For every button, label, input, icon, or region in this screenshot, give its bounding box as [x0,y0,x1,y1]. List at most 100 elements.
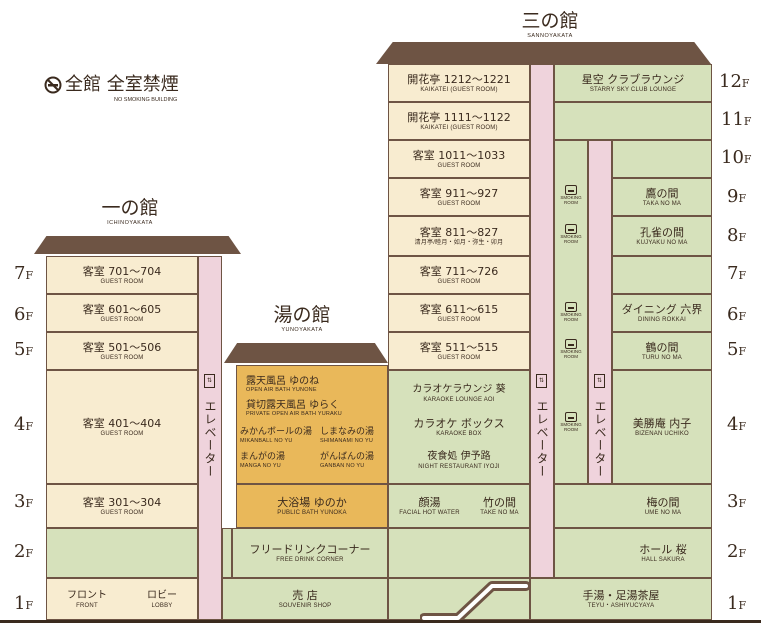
ichino-3f-room[interactable]: 客室 301〜304 GUEST ROOM [46,484,198,528]
sanno-4f-karaoke[interactable]: カラオケラウンジ 葵 KARAOKE LOUNGE AOI カラオケ ボックス … [388,370,530,484]
yuno-bath-ganban[interactable]: がんばんの湯 GANBAN NO YU [320,452,374,470]
sanno-5f-room[interactable]: 客室 511〜515 GUEST ROOM [388,332,530,370]
yuno-bath-mikanball[interactable]: みかんボールの湯 MIKANBALL NO YU [240,427,312,445]
bath-label-en: MANGA NO YU [240,463,281,469]
facial-hot-water-en: FACIAL HOT WATER [399,509,460,516]
lobby[interactable]: ロビー LOBBY [147,589,177,610]
yuno-bath-shimanami[interactable]: しまなみの湯 SHIMANAMI NO YU [320,427,374,445]
public-bath-label-en: PUBLIC BATH YUNOKA [277,509,347,516]
sanno-elevator2-shaft [588,140,612,484]
karaoke-box[interactable]: カラオケ ボックス KARAOKE BOX [413,417,504,438]
sanno-2f-hall[interactable]: ホール 桜 HALL SAKURA [554,528,712,578]
smoking-room-label: SMOKING ROOM [560,312,582,322]
turu-label-en: TURU NO MA [642,354,682,361]
sanno-7f-room[interactable]: 客室 711〜726 GUEST ROOM [388,256,530,294]
yuno-bath-manga[interactable]: まんがの湯 MANGA NO YU [240,452,285,470]
smoking-icon [565,339,577,349]
ume-label-jp: 梅の間 [646,495,680,509]
sanno-12f-room[interactable]: 開花亭 1212〜1221 KAIKATEI (GUEST ROOM) [388,64,530,102]
ichino-1f[interactable]: フロント FRONT ロビー LOBBY [46,578,198,620]
room-label-jp: 客室 811〜827 [419,225,499,239]
karaoke-lounge[interactable]: カラオケラウンジ 葵 KARAOKE LOUNGE AOI [412,383,505,404]
taka-label-jp: 鷹の間 [645,186,679,200]
smoking-room-4f[interactable]: SMOKING ROOM [555,412,587,432]
sanno-9f-room[interactable]: 客室 911〜927 GUEST ROOM [388,178,530,216]
floor-label-right-2f: 2F [727,541,747,562]
kujyaku-label-jp: 孔雀の間 [640,225,684,239]
take-no-ma[interactable]: 竹の間 TAKE NO MA [480,496,519,517]
ichino-7f-room[interactable]: 客室 701〜704 GUEST ROOM [46,256,198,294]
smoking-room-8f[interactable]: SMOKING ROOM [555,224,587,244]
room-label-en: GUEST ROOM [100,354,144,361]
yuno-1f-shop[interactable]: 売 店 SOUVENIR SHOP [222,578,388,620]
bath-label-jp: 露天風呂 ゆのね [246,376,320,387]
ichino-elevator-label: エレベーター [203,400,217,478]
ichino-6f-room[interactable]: 客室 601〜605 GUEST ROOM [46,294,198,332]
room-label-en: GUEST ROOM [437,278,481,285]
floor-label-right-8f: 8F [727,225,747,246]
sanno-4f-bizenan[interactable]: 美勝庵 内子 BIZENAN UCHIKO [612,370,712,484]
sanno-7f-right [612,256,712,294]
yuno-4f-baths[interactable] [236,365,388,484]
ichino-4f-room[interactable]: 客室 401〜404 GUEST ROOM [46,370,198,484]
room-label-en: GUEST ROOM [100,278,144,285]
sanno-3f-left: 顔湯 FACIAL HOT WATER 竹の間 TAKE NO MA [388,484,530,528]
ground-line [0,620,761,623]
ichino-elevator-shaft [198,256,222,620]
bath-label-en: PRIVATE OPEN AIR BATH YURAKU [246,411,342,417]
sanno-6f-room[interactable]: 客室 611〜615 GUEST ROOM [388,294,530,332]
ichino-2f [46,528,198,578]
bath-label-en: MIKANBALL NO YU [240,438,293,444]
take-no-ma-en: TAKE NO MA [480,509,519,516]
room-label-jp: 開花亭 1111〜1122 [407,110,511,124]
sanno-10f-room[interactable]: 客室 1011〜1033 GUEST ROOM [388,140,530,178]
kujyaku-label-en: KUJYAKU NO MA [636,239,688,246]
lounge-label-jp: 星空 クラブラウンジ [581,72,685,86]
floor-label-left-6f: 6F [14,304,34,325]
night-restaurant[interactable]: 夜食処 伊予路 NIGHT RESTAURANT IYOJI [418,450,499,471]
floor-label-right-4f: 4F [727,414,747,435]
teyu-label-jp: 手湯・足湯茶屋 [582,588,660,602]
floor-label-left-3f: 3F [14,491,34,512]
sanno-1f-teyu[interactable]: 手湯・足湯茶屋 TEYU・ASHIYUCYAYA [530,578,712,620]
ume-label-en: UME NO MA [644,509,682,516]
sanno-title-en: SANNOYAKATA [527,33,573,39]
smoking-room-5f[interactable]: SMOKING ROOM [555,339,587,359]
sanno-8f-kujyaku[interactable]: 孔雀の間 KUJYAKU NO MA [612,216,712,256]
smoking-room-label: SMOKING ROOM [560,349,582,359]
smoking-room-label: SMOKING ROOM [560,195,582,205]
ichino-5f-room[interactable]: 客室 501〜506 GUEST ROOM [46,332,198,370]
smoking-icon [565,412,577,422]
yuno-title-en: YUNOYAKATA [281,327,323,333]
yuno-roof [224,343,388,363]
facial-hot-water[interactable]: 顔湯 FACIAL HOT WATER [399,496,460,517]
karaoke-box-en: KARAOKE BOX [436,430,482,437]
front-desk[interactable]: フロント FRONT [67,589,107,610]
sanno-6f-dining[interactable]: ダイニング 六界 DINING ROKKAI [612,294,712,332]
room-label-en: GUEST ROOM [437,162,481,169]
yuno-bath-yuraku[interactable]: 貸切露天風呂 ゆらく PRIVATE OPEN AIR BATH YURAKU [246,400,342,418]
no-smoking-title: 全館 全室禁煙 [65,74,179,95]
ichino-title-en: ICHINOYAKATA [107,220,153,226]
sanno-12f-lounge[interactable]: 星空 クラブラウンジ STARRY SKY CLUB LOUNGE [554,64,712,102]
sanno-3f-ume[interactable]: 梅の間 UME NO MA [554,484,712,528]
smoking-icon [565,302,577,312]
room-label-jp: 客室 711〜726 [419,264,499,278]
elevator-icon: ⇅ [204,374,215,388]
bath-label-jp: 貸切露天風呂 ゆらく [246,400,340,411]
smoking-room-9f[interactable]: SMOKING ROOM [555,185,587,205]
sanno-11f-right [554,102,712,140]
sanno-5f-turu[interactable]: 鶴の間 TURU NO MA [612,332,712,370]
sanno-9f-taka[interactable]: 鷹の間 TAKA NO MA [612,178,712,216]
floor-label-left-1f: 1F [14,593,34,614]
smoking-column [554,140,588,484]
yuno-2f-free-drink[interactable]: フリードリンクコーナー FREE DRINK CORNER [232,528,388,578]
sanno-11f-room[interactable]: 開花亭 1111〜1122 KAIKATEI (GUEST ROOM) [388,102,530,140]
yuno-3f-public-bath[interactable]: 大浴場 ゆのか PUBLIC BATH YUNOKA [236,484,388,528]
yuno-bath-yunone[interactable]: 露天風呂 ゆのね OPEN AIR BATH YUNONE [246,376,319,394]
smoking-room-6f[interactable]: SMOKING ROOM [555,302,587,322]
room-label-jp: 客室 301〜304 [82,495,162,509]
sanno-8f-room[interactable]: 客室 811〜827 清月亭/睦月・如月・弥生・卯月 [388,216,530,256]
no-smoking-subtitle: NO SMOKING BUILDING [114,97,178,103]
bath-label-en: OPEN AIR BATH YUNONE [246,387,317,393]
